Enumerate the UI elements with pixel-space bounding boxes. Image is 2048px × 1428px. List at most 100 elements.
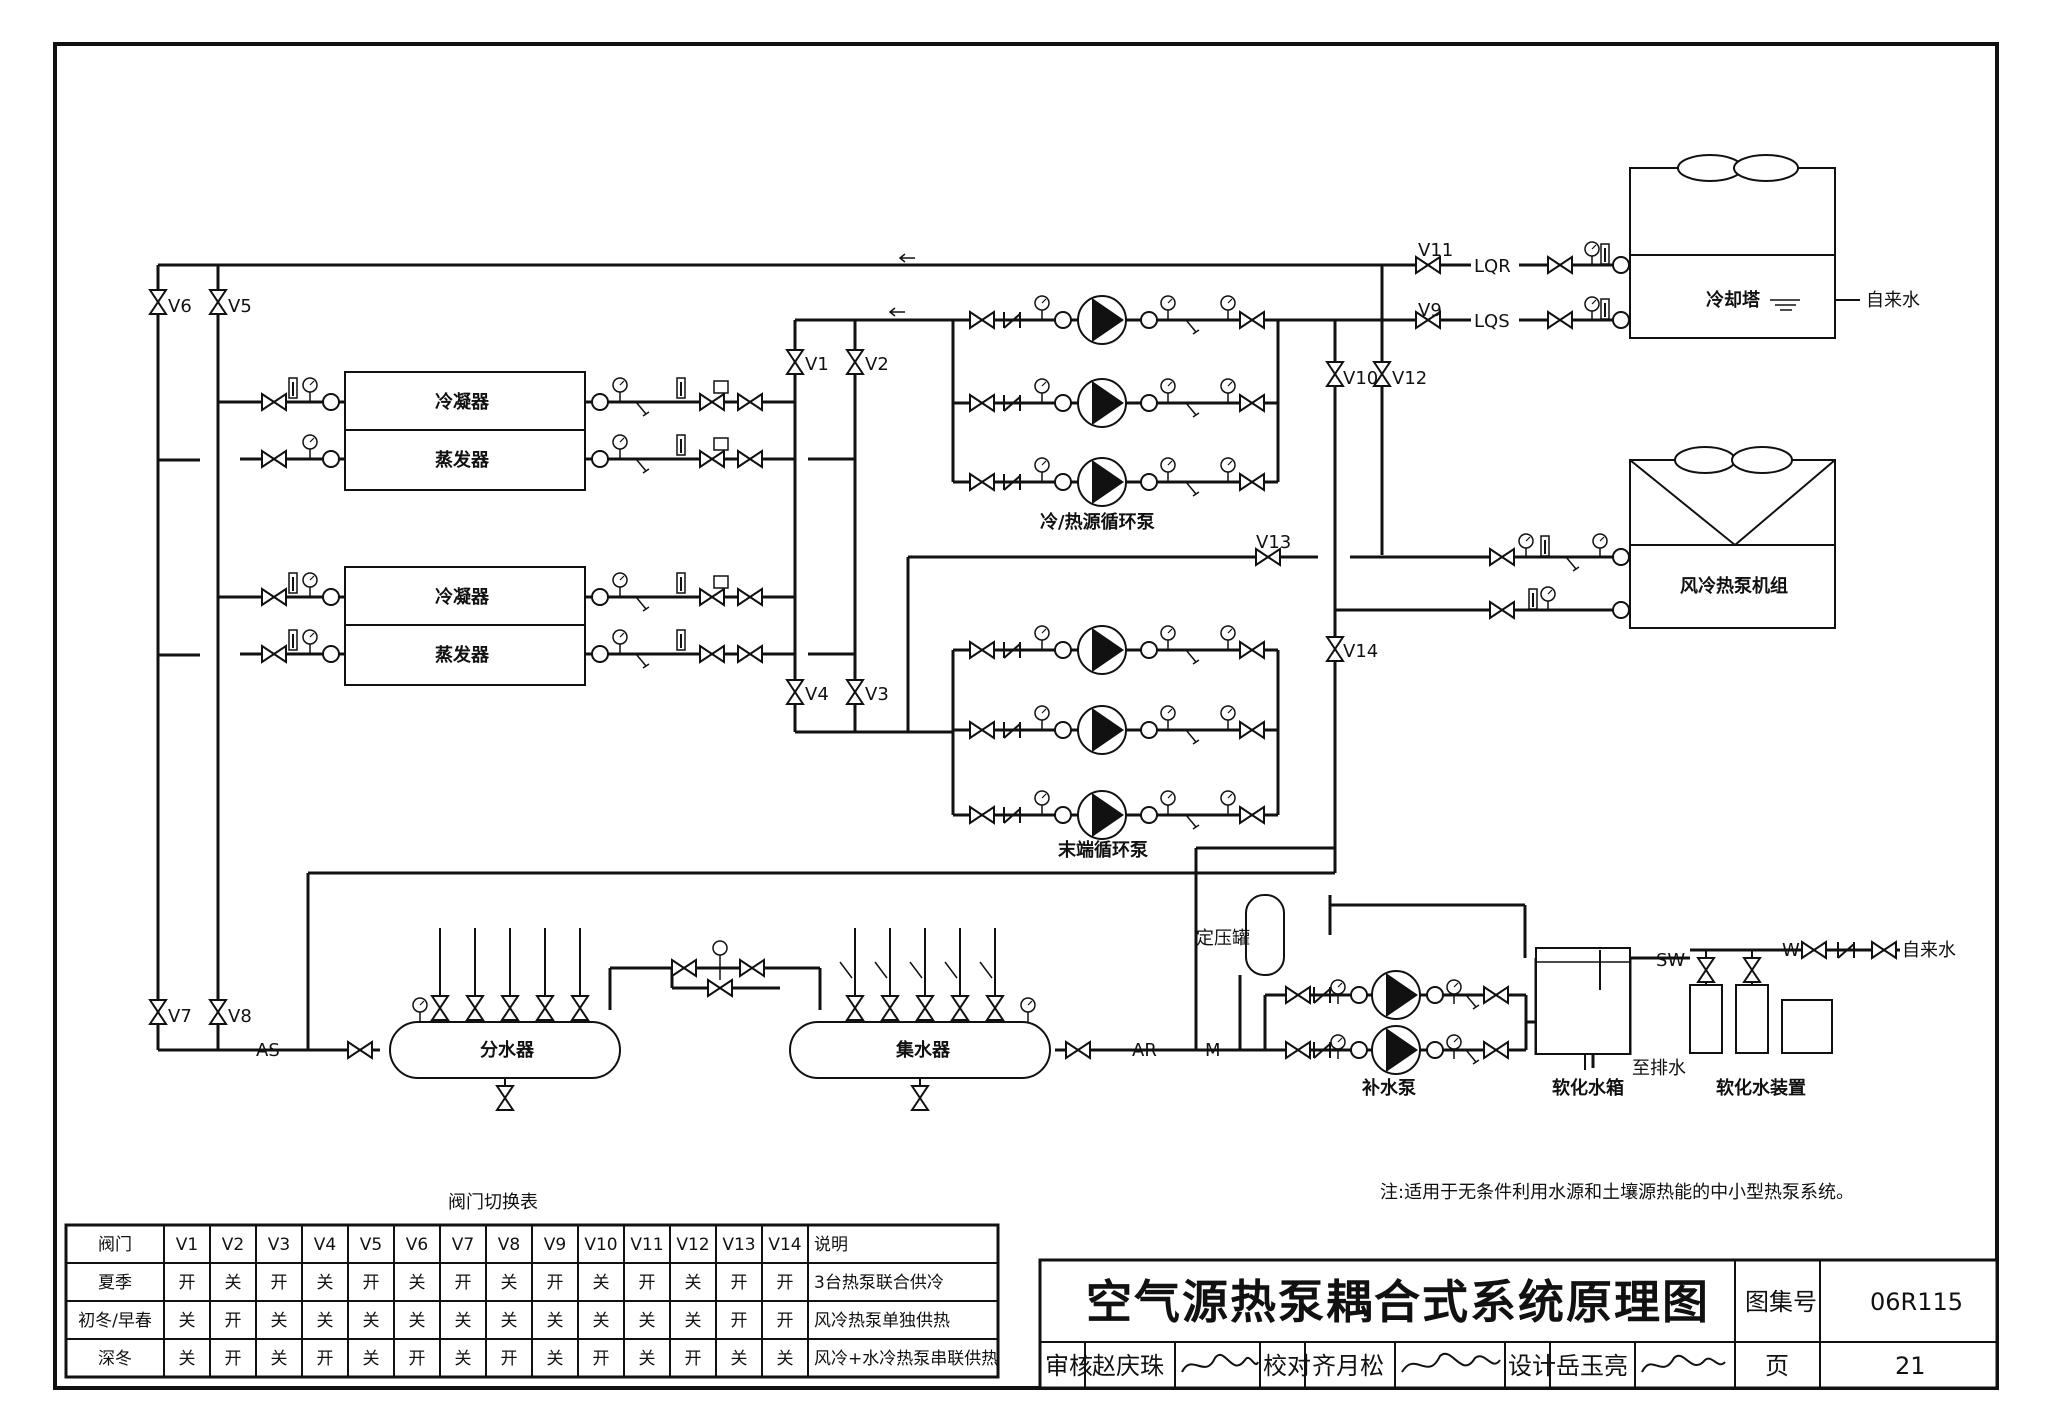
review-label: 审核	[1045, 1352, 1093, 1380]
bypass-piping	[793, 318, 953, 734]
valve-table-cell: 关	[363, 1349, 380, 1369]
header-valve	[347, 1041, 373, 1059]
valve-v1[interactable]	[786, 349, 804, 375]
drawing-frame	[53, 42, 1999, 1390]
valve-table-header-cell: V7	[452, 1235, 474, 1255]
valve-table-header-cell: V8	[498, 1235, 520, 1255]
valve-table-cell: 风冷+水冷热泵串联供热	[814, 1349, 998, 1369]
designer-signature	[1641, 1354, 1726, 1373]
air-cooled-unit	[1489, 446, 1836, 629]
terminal-pump-2	[1077, 705, 1127, 755]
checker-signature	[1401, 1352, 1501, 1373]
valve-table-header-cell: V9	[544, 1235, 566, 1255]
valve-v2[interactable]	[846, 349, 864, 375]
right-risers	[906, 263, 1630, 873]
valve-v14[interactable]	[1326, 636, 1344, 662]
header-valve	[1065, 1041, 1091, 1059]
cooling-tower	[1547, 154, 1860, 339]
evaporator-1-label: 蒸发器	[435, 449, 490, 471]
valve-v6[interactable]	[149, 289, 167, 315]
valve-table-cell: 关	[777, 1349, 794, 1369]
valve-table-header-cell: V1	[176, 1235, 198, 1255]
valve-table-cell: 关	[455, 1349, 472, 1369]
valve-table-cell: 风冷热泵单独供热	[814, 1311, 950, 1331]
makeup-pump-2	[1371, 1025, 1421, 1075]
valve-table-cell: 关	[639, 1311, 656, 1331]
valve-table-cell: 开	[455, 1273, 472, 1293]
source-pump-1	[1077, 295, 1127, 345]
pipe-sw-label: SW	[1656, 950, 1685, 971]
valve-table-header-cell: V11	[630, 1235, 663, 1255]
valve-table-header-cell: V12	[676, 1235, 709, 1255]
valve-table-cell: 关	[685, 1311, 702, 1331]
valve-table-cell: 关	[317, 1311, 334, 1331]
pipe-lqr-label: LQR	[1474, 256, 1511, 277]
valve-table-cell: 关	[639, 1349, 656, 1369]
label-v12: V12	[1392, 368, 1427, 389]
terminal-pump-3	[1077, 790, 1127, 840]
to-drain-label: 至排水	[1632, 1058, 1686, 1079]
soft-tank-label: 软化水箱	[1552, 1077, 1624, 1099]
header-piping	[306, 846, 1337, 1052]
soft-device-label: 软化水装置	[1716, 1077, 1806, 1099]
valve-table-cell: 开	[179, 1273, 196, 1293]
flow-arrow	[888, 307, 905, 317]
return-header	[789, 928, 1051, 1111]
label-v8: V8	[228, 1006, 252, 1027]
drawing-title: 空气源热泵耦合式系统原理图	[1086, 1275, 1710, 1329]
tap-water-2-label: 自来水	[1902, 940, 1956, 961]
valve-table-title: 阀门切换表	[448, 1192, 538, 1213]
valve-v7[interactable]	[149, 999, 167, 1025]
design-label: 设计	[1508, 1352, 1556, 1380]
label-v10: V10	[1343, 368, 1378, 389]
valve-table-header-cell: V4	[314, 1235, 336, 1255]
valve-table-cell: 开	[363, 1273, 380, 1293]
valve-table-cell: 开	[225, 1349, 242, 1369]
valve-table-header-cell: V5	[360, 1235, 382, 1255]
source-pump-3	[1077, 457, 1127, 507]
valve-table-cell: 关	[363, 1311, 380, 1331]
checker-name: 齐月松	[1312, 1352, 1384, 1380]
valve-table-cell: 关	[501, 1273, 518, 1293]
flow-arrow	[898, 253, 915, 263]
evaporator-2-label: 蒸发器	[435, 644, 490, 666]
valve-table-cell: 深冬	[98, 1349, 132, 1369]
label-v5: V5	[228, 296, 252, 317]
atlas-number: 06R115	[1870, 1288, 1963, 1316]
return-header-label: 集水器	[895, 1039, 951, 1061]
valve-table-cell: 关	[685, 1273, 702, 1293]
pipe-as-label: AS	[256, 1040, 280, 1061]
valve-v10[interactable]	[1326, 361, 1344, 387]
valve-table-cell: 关	[593, 1311, 610, 1331]
valve-v8[interactable]	[209, 999, 227, 1025]
valve-table-header-cell: 说明	[814, 1235, 848, 1255]
valve-table-cell: 开	[547, 1273, 564, 1293]
label-v2: V2	[865, 354, 889, 375]
valve-table-cell: 关	[593, 1273, 610, 1293]
note-text: 注:适用于无条件利用水源和土壤源热能的中小型热泵系统。	[1380, 1182, 1854, 1203]
valve-table-cell: 开	[731, 1311, 748, 1331]
left-pipes	[156, 263, 1382, 1052]
valve-table-cell: 开	[593, 1349, 610, 1369]
valve-v3[interactable]	[846, 679, 864, 705]
valve-table-cell: 关	[409, 1273, 426, 1293]
valve-table-cell: 开	[639, 1273, 656, 1293]
valve-table-cell: 开	[731, 1273, 748, 1293]
valve-table-cell: 开	[317, 1349, 334, 1369]
valve-v4[interactable]	[786, 679, 804, 705]
valve-table-cell: 关	[271, 1349, 288, 1369]
makeup-pumps	[1285, 970, 1509, 1075]
pipe-lqs-label: LQS	[1474, 311, 1510, 332]
valve-table-cell: 关	[179, 1311, 196, 1331]
pipe-m-label: M	[1205, 1040, 1221, 1061]
valve-table-cell: 夏季	[98, 1273, 132, 1293]
soft-water-tank	[1535, 947, 1631, 1070]
terminal-pumps-label: 末端循环泵	[1058, 839, 1148, 861]
page-number: 21	[1895, 1352, 1926, 1380]
valve-table-cell: 开	[409, 1349, 426, 1369]
valve-table-header-cell: 阀门	[98, 1235, 132, 1255]
valve-v5[interactable]	[209, 289, 227, 315]
supply-header-label: 分水器	[480, 1039, 535, 1061]
supply-header	[389, 928, 621, 1111]
valve-table-cell: 关	[409, 1311, 426, 1331]
